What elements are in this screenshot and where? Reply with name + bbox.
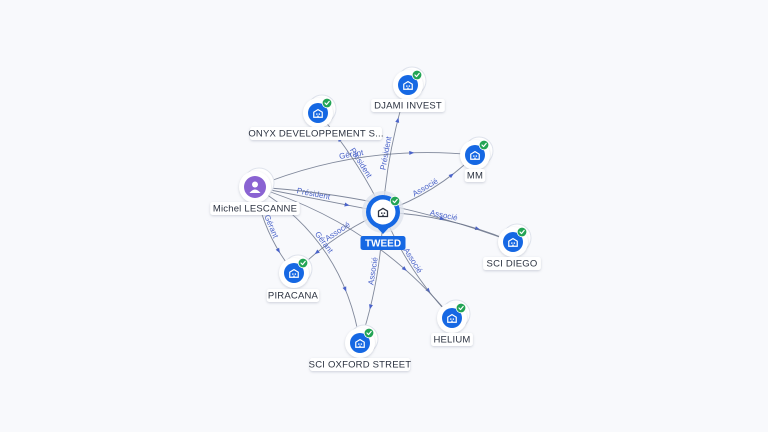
node-label: HELIUM [433,335,470,346]
building-icon [355,338,365,348]
company-node-piracana[interactable]: PIRACANA [266,254,320,302]
node-label: PIRACANA [268,291,319,302]
edge-label: Associé [429,208,459,223]
edge-arrow-icon [275,247,280,254]
edge-arrow-icon [409,150,415,155]
edge-arrow-icon [395,117,400,123]
verified-check-icon [478,139,490,151]
node-label: Michel LESCANNE [213,204,297,215]
node-label: SCI OXFORD STREET [309,360,412,371]
node-label: ONYX DEVELOPPEMENT S... [248,129,383,140]
node-label-box: ONYX DEVELOPPEMENT S... [248,127,383,140]
node-label-box: DJAMI INVEST [371,99,445,112]
company-node-djami[interactable]: DJAMI INVEST [371,66,445,112]
building-icon [313,108,323,118]
edge-arrow-icon [448,173,454,179]
company-node-helium[interactable]: HELIUM [431,299,473,346]
node-label: SCI DIEGO [487,259,538,270]
node-circle [284,263,304,283]
edge-label: Gérant [262,213,280,240]
node-circle [442,308,462,328]
edge-arrow-icon [314,249,320,255]
node-circle [465,145,485,165]
company-node-oxford[interactable]: SCI OXFORD STREET [309,324,412,371]
edge-arrow-icon [439,216,445,220]
center-node-label: TWEED [365,239,401,250]
node-circle [503,232,523,252]
building-icon [470,150,480,160]
relation-edge[interactable]: Gérant [254,148,476,188]
edge-arrow-icon [369,304,373,310]
verified-check-icon [321,97,333,109]
verified-check-icon [516,226,528,238]
node-circle [370,199,396,225]
edge-label: Gérant [338,148,364,161]
edge-label: Associé [366,256,379,286]
company-node-onyx[interactable]: ONYX DEVELOPPEMENT S... [248,94,383,140]
person-node-michel[interactable]: Michel LESCANNE [210,167,300,215]
person-icon [249,181,261,193]
edge-arrow-icon [342,286,347,292]
edge-label: Associé [402,246,425,275]
building-icon [403,80,413,90]
edge-line [254,186,361,344]
node-label: DJAMI INVEST [374,101,442,112]
verified-check-icon [455,302,467,314]
verified-check-icon [389,195,401,207]
verified-check-icon [411,69,423,81]
node-circle [398,75,418,95]
verified-check-icon [363,327,375,339]
node-label-box: SCI DIEGO [483,257,541,270]
center-label-box [360,236,406,250]
node-circle [308,103,328,123]
building-icon [508,237,518,247]
company-node-scidiego[interactable]: SCI DIEGO [483,223,541,270]
node-label-box: HELIUM [431,333,473,346]
building-icon [289,268,299,278]
building-icon [447,313,457,323]
edge-arrow-icon [344,202,350,207]
edge-label: Président [378,135,393,171]
node-label: MM [467,171,483,182]
building-icon [377,207,389,218]
node-label-box: PIRACANA [266,289,320,302]
edge-label: Associé [411,176,440,198]
node-label-box: Michel LESCANNE [210,202,300,215]
verified-check-icon [297,257,309,269]
edge-arrow-icon [401,266,407,271]
edge-line [254,152,476,188]
node-label-box: SCI OXFORD STREET [309,358,412,371]
company-node-mm[interactable]: MM [460,136,494,182]
node-label-box: MM [464,169,486,182]
node-circle [350,333,370,353]
center-node-tweed[interactable]: TWEED [360,191,406,250]
